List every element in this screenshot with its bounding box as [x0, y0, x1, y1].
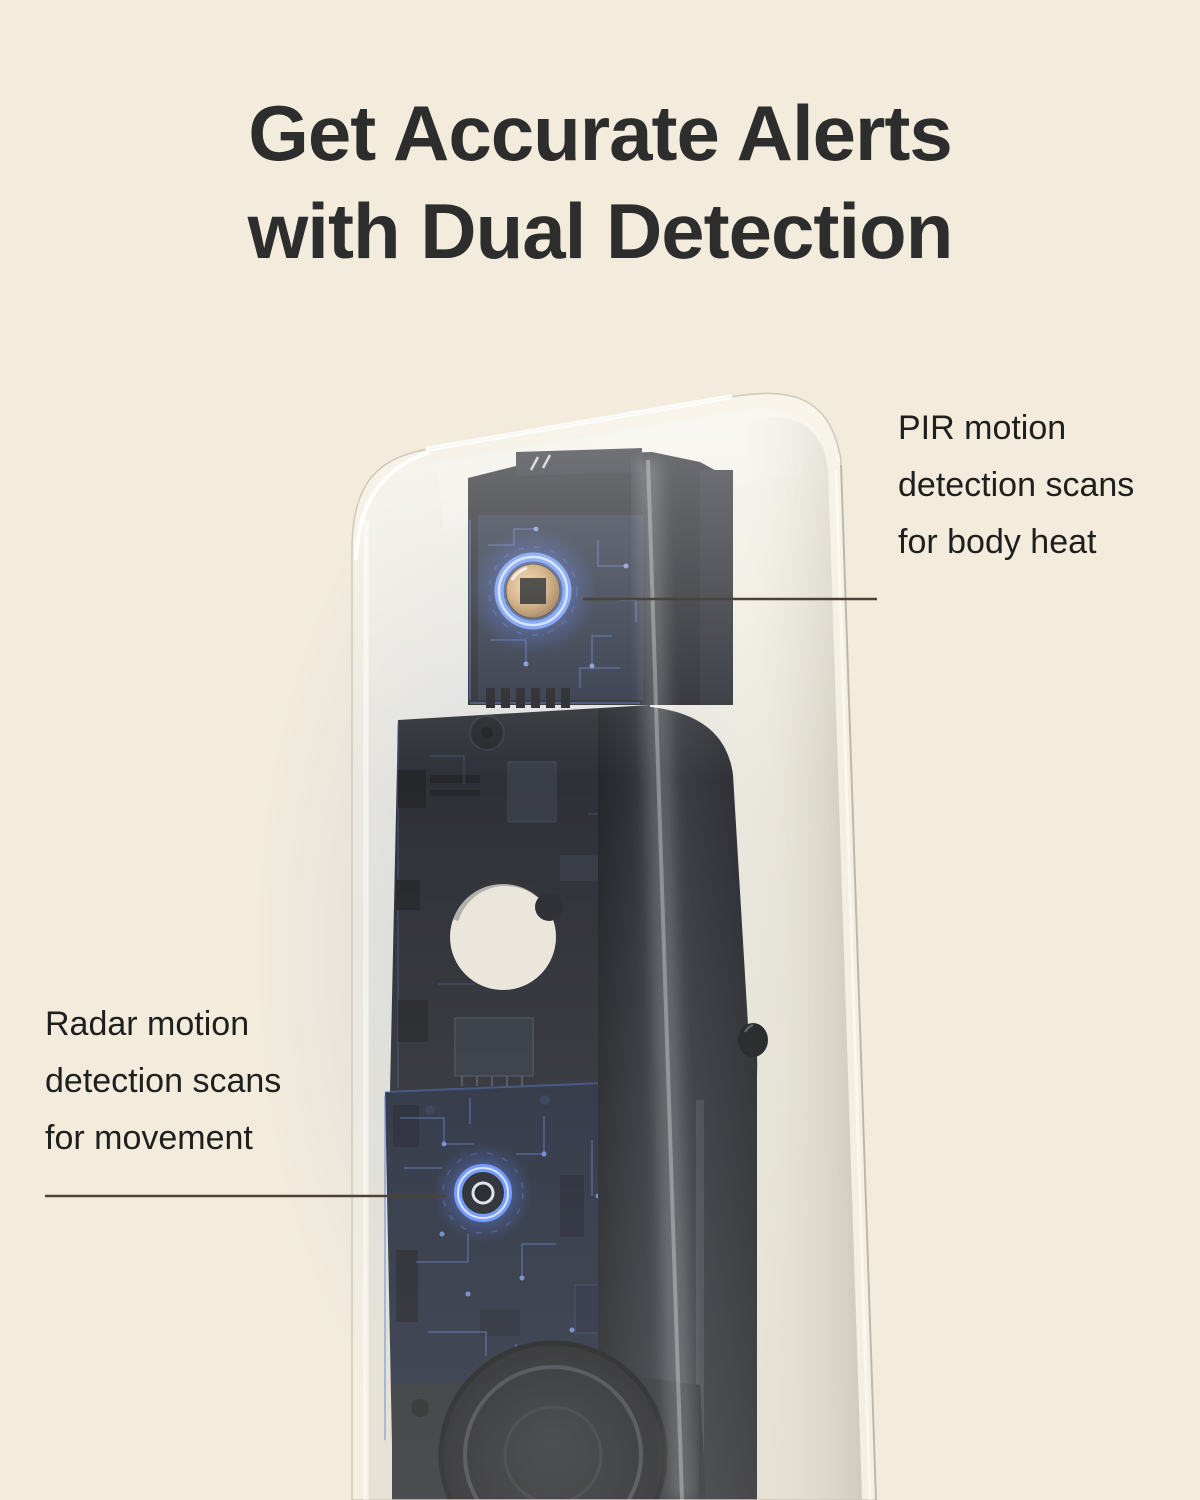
- callout-pir-line2: detection scans: [898, 466, 1135, 504]
- transparent-shell: [351, 392, 877, 1500]
- callout-radar-line3: for movement: [45, 1119, 253, 1157]
- callout-radar-line2: detection scans: [45, 1062, 282, 1100]
- callout-pir-line3: for body heat: [898, 523, 1097, 561]
- page-title: Get Accurate Alerts with Dual Detection: [0, 84, 1200, 280]
- callout-radar-line1: Radar motion: [45, 1005, 250, 1043]
- page-title-line2: with Dual Detection: [247, 187, 954, 275]
- callout-pir-line1: PIR motion: [898, 409, 1067, 447]
- callout-pir: PIR motion detection scans for body heat: [898, 400, 1134, 571]
- callout-radar: Radar motion detection scans for movemen…: [45, 996, 281, 1167]
- page-title-line1: Get Accurate Alerts: [248, 89, 953, 177]
